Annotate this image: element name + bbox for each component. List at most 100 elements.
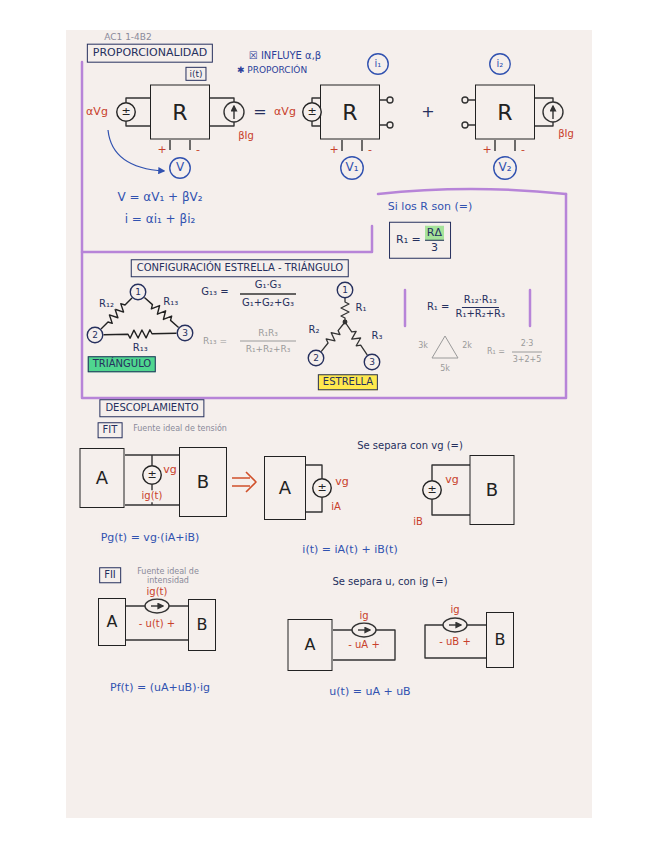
handwritten-note: - u(t) +	[138, 618, 176, 630]
resistor-symbol	[341, 298, 349, 322]
handwritten-note: 3+2+5	[512, 355, 543, 364]
node-text: FII	[104, 569, 116, 581]
handwritten-note: G₁+G₂+G₃	[241, 297, 295, 309]
resistor-symbol	[318, 319, 348, 354]
node-text: A	[107, 613, 118, 631]
circle-outline-shape	[313, 479, 332, 498]
resistor-zigzag	[318, 319, 348, 354]
subcircuit-box: A	[98, 598, 126, 646]
voltage-source: ±	[116, 102, 136, 122]
section-bracket	[82, 62, 566, 398]
node-text: B	[495, 631, 506, 649]
handwritten-note: 2·3	[520, 339, 535, 348]
section-heading: PROPORCIONALIDAD	[87, 44, 213, 63]
node-text: FIT	[103, 424, 118, 436]
node-text: R	[172, 99, 187, 124]
handwritten-note: i = αi₁ + βi₂	[124, 213, 197, 227]
handwritten-note: iA	[330, 501, 342, 513]
node-text: R	[342, 99, 357, 124]
current-source-symbol	[145, 599, 169, 613]
subcircuit-box: B	[486, 612, 514, 668]
handwritten-note: Pf(t) = (uA+uB)·ig	[109, 682, 211, 695]
circle-outline-shape	[303, 103, 322, 122]
handwritten-note: R₁₃ =	[202, 336, 228, 346]
resistor-label: R₁₂	[98, 298, 115, 310]
node-text: ESTRELLA	[323, 376, 373, 388]
node-text: ±	[317, 482, 326, 495]
voltage-probe-circle: V	[169, 157, 191, 179]
node-text: 2	[313, 353, 319, 363]
node-text: ±	[147, 469, 156, 482]
fraction-bar	[240, 341, 296, 342]
wire	[425, 625, 486, 658]
handwritten-note: G₁₃ =	[200, 286, 229, 298]
terminal-number: 1	[130, 284, 147, 301]
voltage-probe-circle: V₁	[340, 156, 364, 180]
terminal-wire	[468, 100, 475, 125]
handwritten-note: Se separa u, con ig (=)	[331, 576, 448, 588]
star-center-dot	[343, 320, 347, 324]
handwritten-note: u(t) = uA + uB	[328, 686, 411, 699]
handwritten-note: ☒ INFLUYE α,β	[248, 50, 322, 62]
node-text: 1	[342, 285, 348, 295]
handwritten-note: iB	[412, 516, 424, 528]
handwritten-note: R₁ =	[486, 347, 506, 356]
handwritten-note: 3k	[417, 341, 429, 350]
terminal-number: 3	[177, 325, 194, 342]
paper-sheet	[66, 30, 592, 818]
circle-outline-shape	[308, 350, 324, 366]
handwritten-note: =	[252, 103, 267, 121]
implies-arrow	[232, 472, 256, 492]
terminal-wire	[342, 140, 362, 151]
open-terminal	[462, 97, 468, 103]
handwritten-note: +	[156, 144, 167, 157]
current-source-arrow	[449, 624, 461, 625]
formula-lhs: R₁ =	[427, 301, 450, 313]
handwritten-note: Fuente ideal de tensión	[132, 424, 228, 433]
node-text: B	[197, 616, 208, 634]
node-text: ±	[307, 106, 316, 119]
current-source-arrow	[552, 106, 553, 119]
handwritten-note: -	[195, 144, 201, 157]
node-text: ±	[121, 106, 130, 119]
circle-outline-shape	[177, 325, 193, 341]
resistor-label: R₁₃	[132, 342, 149, 354]
open-terminal	[387, 97, 393, 103]
circle-outline-shape	[143, 466, 162, 485]
handwritten-note: R₂	[308, 324, 321, 336]
current-source-arrow	[233, 106, 234, 119]
subcircuit-box: B	[188, 599, 216, 651]
handwritten-note: ig	[358, 610, 369, 622]
handwritten-note: -	[367, 144, 373, 157]
wire	[333, 630, 395, 660]
node-text: ±	[427, 484, 436, 497]
resistor-symbol	[342, 320, 371, 358]
handwritten-note: ig	[449, 604, 460, 616]
handwritten-note: ig(t)	[146, 586, 169, 598]
subcircuit-box: B	[470, 455, 515, 525]
circle-outline-shape	[337, 282, 353, 298]
circle-outline-shape	[170, 158, 191, 179]
subsection-tag: FIT	[98, 422, 123, 438]
handwritten-note: - uB +	[438, 636, 472, 648]
handwritten-note: V = αV₁ + βV₂	[116, 191, 203, 205]
resistive-network-box: R	[150, 85, 210, 140]
fraction-numerator: R₁₂·R₁₃	[462, 294, 499, 308]
formula-box: R₁ =RΔ3	[389, 222, 451, 259]
circle-outline-shape	[364, 354, 380, 370]
node-text: DESCOPLAMIENTO	[105, 402, 198, 414]
wire	[126, 606, 188, 640]
node-text: 1	[135, 287, 141, 297]
circle-outline-shape	[117, 103, 136, 122]
voltage-source: ±	[312, 478, 332, 498]
handwritten-note: +	[481, 144, 492, 157]
terminal-wire	[495, 140, 515, 151]
terminal-wire	[380, 100, 387, 125]
current-probe-circle: i₂	[489, 53, 511, 75]
subcircuit-box: A	[288, 619, 333, 671]
resistive-network-box: R	[475, 85, 535, 140]
terminal-wire	[170, 140, 190, 150]
formula-lhs: R₁ =	[396, 234, 421, 247]
node-text: V₂	[498, 161, 511, 175]
example-triangle	[432, 336, 458, 358]
